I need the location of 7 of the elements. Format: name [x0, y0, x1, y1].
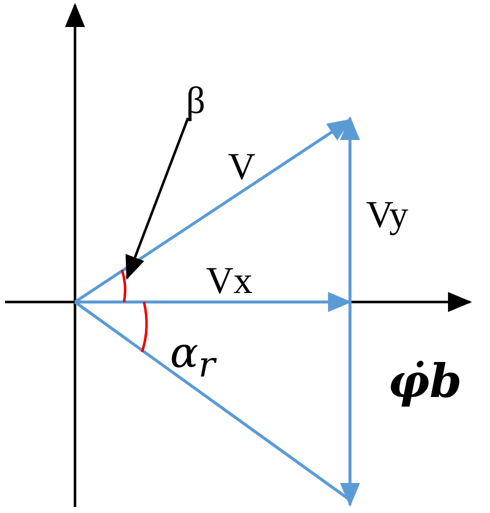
- angle-label: β: [186, 82, 206, 120]
- angle-arc: [120, 270, 126, 302]
- vector-label: V: [228, 148, 256, 186]
- vector-label: Vy: [366, 196, 408, 234]
- vector-label: α$_{r}$: [170, 332, 216, 384]
- leader-line: [126, 118, 190, 280]
- vector-label: Vx: [206, 262, 252, 300]
